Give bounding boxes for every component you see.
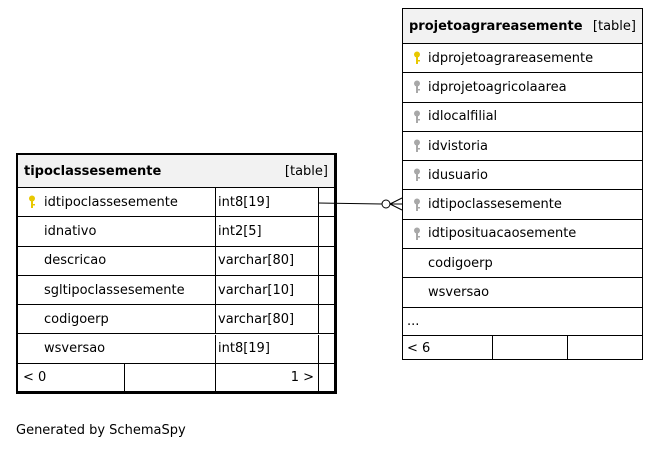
column-row: idtipoclassesemente int8[19]	[18, 188, 334, 218]
crowfoot-line	[389, 203, 403, 211]
table-header: projetoagrareasemente [table]	[403, 9, 642, 44]
column-divider	[215, 246, 216, 275]
zero-many-circle	[381, 199, 391, 209]
foreign-key-icon	[414, 198, 420, 211]
column-name: sgltipoclassesemente	[44, 282, 185, 298]
generated-by-label: Generated by SchemaSpy	[16, 423, 186, 438]
relationship-line	[317, 202, 385, 205]
column-row: codigoerp varchar[80]	[18, 305, 334, 335]
column-divider	[318, 275, 319, 305]
column-row: descricao varchar[80]	[18, 246, 334, 276]
column-row: wsversao int8[19]	[18, 334, 334, 364]
table-name: tipoclassesemente	[24, 163, 162, 179]
column-type: varchar[10]	[218, 282, 295, 298]
footer-right: 1 >	[290, 370, 314, 385]
table-footer: < 0 1 >	[18, 364, 334, 391]
ellipsis-row: ...	[403, 308, 642, 336]
column-divider	[318, 188, 319, 217]
primary-key-icon	[414, 51, 420, 65]
column-type: varchar[80]	[218, 311, 295, 327]
column-name: idtipoclassesemente	[44, 194, 178, 210]
table-name: projetoagrareasemente	[409, 18, 583, 34]
column-divider	[215, 275, 216, 305]
column-type: int8[19]	[218, 341, 270, 357]
column-row: idprojetoagricolaarea	[403, 73, 642, 103]
table-footer: < 6	[403, 336, 642, 360]
column-type: int8[19]	[218, 194, 270, 210]
table-tag: [table]	[284, 163, 328, 179]
foreign-key-icon	[414, 168, 420, 182]
column-name: codigoerp	[44, 311, 109, 327]
column-divider	[318, 246, 319, 275]
column-name: wsversao	[428, 285, 490, 301]
table-projetoagrareasemente: projetoagrareasemente [table] idprojetoa…	[402, 8, 643, 360]
footer-left: < 6	[407, 340, 431, 356]
column-row: idtiposituacaosemente	[403, 220, 642, 250]
column-row: idlocalfilial	[403, 103, 642, 132]
column-name: wsversao	[44, 341, 106, 357]
footer-left: < 0	[23, 370, 47, 385]
table-tipoclassesemente: tipoclassesemente [table] idtipoclassese…	[16, 153, 337, 394]
column-name: idprojetoagrareasemente	[428, 50, 594, 66]
foreign-key-icon	[414, 139, 420, 153]
column-row: wsversao	[403, 278, 642, 308]
column-name: descricao	[44, 253, 107, 269]
footer-divider	[318, 364, 319, 391]
column-row: idusuario	[403, 161, 642, 191]
column-name: idvistoria	[428, 138, 488, 154]
column-divider	[318, 217, 319, 246]
column-type: int2[5]	[218, 223, 262, 239]
column-name: idprojetoagricolaarea	[428, 79, 567, 95]
column-name: idusuario	[428, 167, 488, 183]
column-name: idtipoclassesemente	[428, 197, 562, 213]
column-row: idtipoclassesemente	[403, 191, 642, 220]
column-divider	[215, 305, 216, 334]
column-type: varchar[80]	[218, 253, 295, 269]
crowfoot-line	[389, 197, 403, 205]
column-row: idnativo int2[5]	[18, 217, 334, 247]
column-divider	[215, 188, 216, 217]
footer-divider	[567, 336, 568, 360]
column-row: sgltipoclassesemente varchar[10]	[18, 275, 334, 306]
footer-divider	[215, 364, 216, 391]
column-name: idlocalfilial	[428, 109, 498, 125]
table-tag: [table]	[592, 18, 636, 34]
foreign-key-icon	[414, 227, 420, 240]
table-header: tipoclassesemente [table]	[18, 155, 334, 188]
column-row: idprojetoagrareasemente	[403, 44, 642, 74]
column-name: idnativo	[44, 223, 97, 239]
column-divider	[215, 334, 216, 363]
footer-divider	[124, 364, 125, 391]
footer-divider	[492, 336, 493, 360]
foreign-key-icon	[414, 80, 420, 94]
more-columns: ...	[407, 314, 420, 329]
column-divider	[318, 305, 319, 334]
column-divider	[318, 334, 319, 363]
column-divider	[215, 217, 216, 246]
foreign-key-icon	[414, 110, 420, 123]
primary-key-icon	[29, 195, 35, 209]
column-row: codigoerp	[403, 249, 642, 279]
column-name: codigoerp	[428, 255, 493, 271]
column-row: idvistoria	[403, 132, 642, 162]
column-name: idtiposituacaosemente	[428, 226, 577, 242]
